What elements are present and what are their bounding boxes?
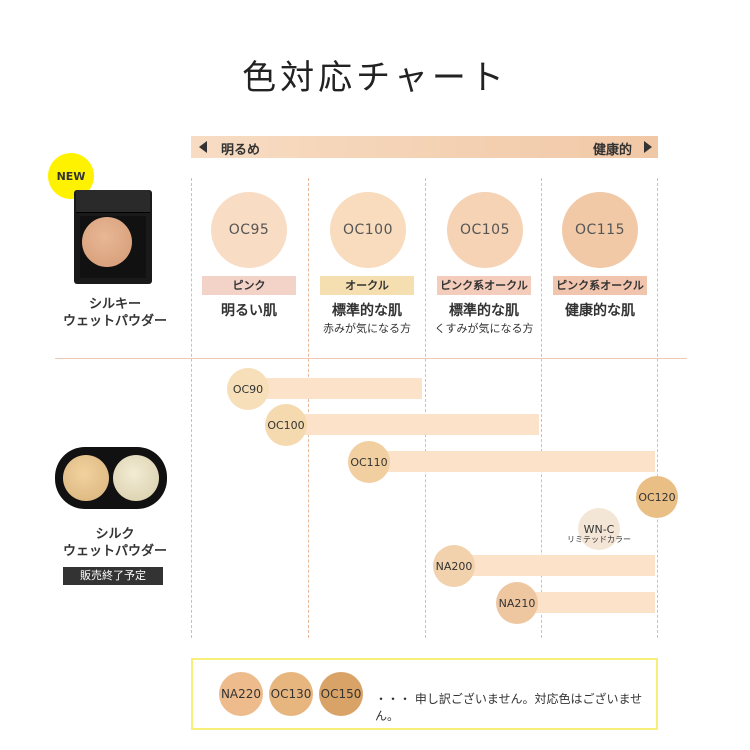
shade-dot-oc150: OC150 [319,672,363,716]
limited-color-note: リミテッドカラー [567,535,631,544]
shade-code: NA210 [498,596,536,610]
shade-code: OC100 [342,222,394,238]
shade-dot-na200: NA200 [433,545,475,587]
shade-type-tag: ピンク [202,276,296,295]
shade-type-tag: ピンク系オークル [553,276,647,295]
column-divider [191,178,192,638]
shade-code: NA220 [220,687,262,701]
brightness-scale-bar: 明るめ 健康的 [191,136,658,158]
left-arrow-icon [199,141,207,153]
shade-type-tag: ピンク系オークル [437,276,531,295]
no-match-notice: NA220 OC130 OC150 ・・・ 申し訳ございません。対応色はございま… [191,658,658,730]
shade-code: OC120 [638,490,676,504]
scale-left-label: 明るめ [221,143,261,158]
skin-concern: 赤みが気になる方 [323,322,411,335]
shade-type-tag: オークル [320,276,414,295]
no-match-message: ・・・ 申し訳ございません。対応色はございません。 [375,692,643,723]
shade-dot-oc130: OC130 [269,672,313,716]
shade-swatch-oc115: OC115 [562,192,638,268]
column-divider [425,178,426,638]
shade-dot-na220: NA220 [219,672,263,716]
shade-code: OC130 [270,687,312,701]
discontinued-badge: 販売終了予定 [63,567,163,585]
skin-description: 健康的な肌 [565,303,635,319]
shade-dot-oc110: OC110 [348,441,390,483]
shade-swatch-oc100: OC100 [330,192,406,268]
product2-name: シルク ウェットパウダー [40,526,190,560]
page-title: 色対応チャート [242,58,508,98]
skin-description: 標準的な肌 [332,303,402,319]
shade-dot-na210: NA210 [496,582,538,624]
range-bar-na210 [517,592,655,613]
shade-code: OC95 [228,222,270,238]
shade-dot-oc120: OC120 [636,476,678,518]
shade-swatch-oc95: OC95 [211,192,287,268]
product1-name: シルキー ウェットパウダー [45,296,185,330]
right-arrow-icon [644,141,652,153]
silk-wet-powder-compact-image [55,447,167,509]
shade-dot-oc90: OC90 [227,368,269,410]
skin-description: 標準的な肌 [449,303,519,319]
shade-code: WN-C [583,522,615,536]
product2-name-line2: ウェットパウダー [62,544,167,559]
product1-name-line1: シルキー [88,297,141,312]
range-bar-na200 [454,555,655,576]
range-bar-oc110 [369,451,655,472]
shade-code: OC100 [267,418,305,432]
shade-dot-wn-c: WN-C [578,508,620,550]
shade-code: OC115 [574,222,626,238]
skin-concern: くすみが気になる方 [434,322,534,335]
shade-code: OC105 [459,222,511,238]
product2-name-line1: シルク [95,527,135,542]
product1-name-line2: ウェットパウダー [62,314,167,329]
shade-code: OC150 [320,687,362,701]
shade-dot-oc100: OC100 [265,404,307,446]
shade-code: OC90 [232,382,264,396]
shade-swatch-oc105: OC105 [447,192,523,268]
column-divider [657,178,658,638]
shade-code: NA200 [435,559,473,573]
shade-code: OC110 [350,455,388,469]
range-bar-oc90 [248,378,422,399]
skin-description: 明るい肌 [221,303,277,319]
scale-right-label: 健康的 [592,143,632,158]
silky-wet-powder-compact-image [74,190,152,284]
range-bar-oc100 [286,414,539,435]
column-divider [541,178,542,638]
column-divider [308,178,309,638]
section-divider [55,358,687,359]
